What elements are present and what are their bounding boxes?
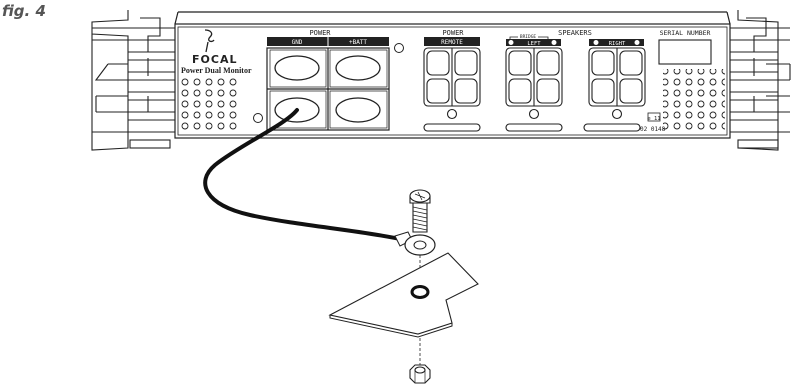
right-speaker-terminal-block [583, 47, 646, 132]
right-label-bar [589, 39, 644, 46]
amplifier-faceplate [174, 11, 731, 139]
ground-wire [203, 108, 407, 242]
remote-power-title: POWER [442, 29, 464, 37]
bridge-label: BRIDGE [520, 34, 537, 40]
serial-number-box [658, 39, 712, 65]
plate-hole [410, 285, 430, 299]
left-vent-grid [180, 77, 240, 133]
remote-terminal-block [423, 47, 481, 132]
right-minus-icon [634, 40, 640, 45]
figure-label: fig. 4 [2, 2, 46, 20]
batt-label: +BATT [349, 39, 367, 46]
left-speaker-terminal-block [505, 47, 563, 132]
brand-name: FOCAL [192, 53, 237, 66]
gnd-label: GND [292, 39, 303, 46]
power-terminal-block [266, 47, 390, 131]
ring-terminal [394, 231, 436, 256]
left-label-bar [506, 39, 561, 46]
right-channel-label: RIGHT [609, 41, 626, 47]
model-name: Power Dual Monitor [181, 66, 252, 75]
bolt-icon [409, 189, 431, 233]
batt-terminal [335, 97, 381, 123]
left-channel-label: LEFT [527, 41, 541, 47]
mount-hole-left [253, 113, 263, 123]
led-indicator [394, 43, 404, 53]
speakers-title: SPEAKERS [558, 29, 592, 37]
ce-box [647, 112, 661, 122]
remote-label-bar [424, 37, 480, 46]
ce-mark: e 11 [647, 116, 660, 122]
right-heatsink [730, 10, 791, 151]
gnd-terminal [274, 97, 320, 123]
batt-terminal-top [335, 55, 381, 81]
left-heatsink [91, 10, 175, 151]
right-plus-icon [593, 40, 599, 45]
serial-title: SERIAL NUMBER [660, 29, 711, 37]
remote-label: REMOTE [441, 39, 463, 46]
power-title: POWER [309, 29, 331, 37]
chassis-plate [328, 252, 479, 335]
right-vent-grid [663, 69, 725, 133]
gnd-terminal-top [274, 55, 320, 81]
product-code: 02 0148 [640, 126, 666, 133]
focal-logo [204, 29, 215, 53]
left-plus-icon [508, 40, 514, 45]
nut-icon [409, 364, 431, 384]
left-minus-icon [551, 40, 557, 45]
